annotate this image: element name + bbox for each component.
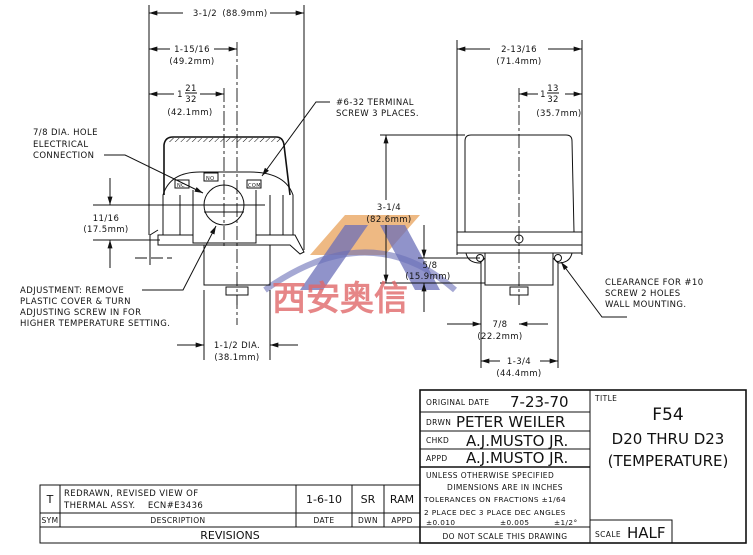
dim-overall-width: 3-1/2 xyxy=(193,9,217,19)
revisions-table: T REDRAWN, REVISED VIEW OF THERMAL ASSY.… xyxy=(39,484,421,544)
adjust-note-line: PLASTIC COVER & TURN xyxy=(20,297,131,307)
hole-note-line: ELECTRICAL xyxy=(33,140,89,150)
note-line: UNLESS OTHERWISE SPECIFIED xyxy=(426,471,554,480)
tolerance-3-place: ±0.005 xyxy=(500,518,529,527)
note-line: TOLERANCES ON FRACTIONS ±1/64 xyxy=(423,495,566,504)
dim-right-width-mm: (71.4mm) xyxy=(496,57,541,67)
dim-center-offset: 1-15/16 xyxy=(174,45,210,55)
dim-hole-spacing: 1-3/4 xyxy=(507,357,531,367)
dim-right-offset-mm: (35.7mm) xyxy=(536,109,581,119)
drawn-by: PETER WEILER xyxy=(456,413,565,431)
dim-right-offset-den: 32 xyxy=(547,95,559,105)
title-label: TITLE xyxy=(594,394,617,403)
adjust-note-line: HIGHER TEMPERATURE SETTING. xyxy=(20,319,170,329)
dim-hole-offset-whole: 1 xyxy=(177,90,183,100)
drawing-title-model: F54 xyxy=(652,405,683,425)
clearance-note-line: WALL MOUNTING. xyxy=(605,300,686,310)
do-not-scale-note: DO NOT SCALE THIS DRAWING xyxy=(442,532,567,541)
right-view: 2-13/16 (71.4mm) 1 13 32 (35.7mm) 3-1/4 … xyxy=(366,40,703,379)
hole-note-line: CONNECTION xyxy=(33,151,94,161)
revision-description: THERMAL ASSY. ECN#E3436 xyxy=(63,501,203,511)
dim-right-offset-whole: 1 xyxy=(540,90,546,100)
clearance-note-line: CLEARANCE FOR #10 xyxy=(605,278,704,288)
revision-appd: RAM xyxy=(390,493,414,506)
title-block: ORIGINAL DATE 7-23-70 DRWN PETER WEILER … xyxy=(419,389,747,544)
dim-half-spacing: 7/8 xyxy=(493,320,508,330)
dim-height: 3-1/4 xyxy=(377,203,401,213)
dim-height-mm: (82.6mm) xyxy=(366,215,411,225)
drawing-title-type: (TEMPERATURE) xyxy=(608,452,729,470)
header-sym: SYM xyxy=(41,516,58,525)
original-date-label: ORIGINAL DATE xyxy=(426,398,489,407)
table-row: T REDRAWN, REVISED VIEW OF THERMAL ASSY.… xyxy=(46,489,414,511)
header-date: DATE xyxy=(313,516,334,525)
dim-hole-offset-num: 21 xyxy=(185,84,197,94)
chkd-label: CHKD xyxy=(426,436,449,445)
dim-height-offset-mm: (17.5mm) xyxy=(83,225,128,235)
terminal-label-nc: NC xyxy=(177,183,185,189)
revision-date: 1-6-10 xyxy=(306,493,342,506)
tolerance-header: 2 PLACE DEC 3 PLACE DEC ANGLES xyxy=(424,508,566,517)
dim-base-height: 5/8 xyxy=(423,261,438,271)
tolerance-2-place: ±0.010 xyxy=(426,518,455,527)
dim-half-spacing-mm: (22.2mm) xyxy=(477,332,522,342)
terminal-label-com: COM xyxy=(248,183,261,189)
header-dwn: DWN xyxy=(358,516,378,525)
watermark-logo xyxy=(263,215,457,293)
revision-sym: T xyxy=(46,493,54,506)
adjust-note-line: ADJUSTING SCREW IN FOR xyxy=(20,308,141,318)
scale-value: HALF xyxy=(627,524,666,542)
terminal-note-line: SCREW 3 PLACES. xyxy=(336,109,419,119)
dim-diameter-mm: (38.1mm) xyxy=(214,353,259,363)
scale-label: SCALE xyxy=(595,530,621,539)
drawing-title-range: D20 THRU D23 xyxy=(612,430,725,448)
clearance-note-line: SCREW 2 HOLES xyxy=(605,289,681,299)
dim-right-offset-num: 13 xyxy=(547,84,559,94)
approved-by: A.J.MUSTO JR. xyxy=(466,449,568,467)
dim-center-offset-mm: (49.2mm) xyxy=(169,57,214,67)
revision-dwn: SR xyxy=(361,493,376,506)
header-description: DESCRIPTION xyxy=(150,516,205,525)
adjust-note-line: ADJUSTMENT: REMOVE xyxy=(20,286,124,296)
appd-label: APPD xyxy=(426,454,448,463)
terminal-screws: NC NO COM xyxy=(174,172,262,189)
dim-hole-offset-den: 32 xyxy=(185,95,197,105)
dim-hole-spacing-mm: (44.4mm) xyxy=(496,369,541,379)
header-appd: APPD xyxy=(391,516,413,525)
revisions-title: REVISIONS xyxy=(200,529,259,542)
dim-base-height-mm: (15.9mm) xyxy=(405,272,450,282)
hole-note-line: 7/8 DIA. HOLE xyxy=(33,128,98,138)
tolerance-angles: ±1/2° xyxy=(554,518,578,527)
dim-diameter: 1-1/2 DIA. xyxy=(214,341,260,351)
note-line: DIMENSIONS ARE IN INCHES xyxy=(447,483,563,492)
dim-right-width: 2-13/16 xyxy=(501,45,537,55)
watermark-text: 西安奥信 xyxy=(272,279,408,319)
terminal-note-line: #6-32 TERMINAL xyxy=(336,98,414,108)
revision-description: REDRAWN, REVISED VIEW OF xyxy=(64,489,199,499)
checked-by: A.J.MUSTO JR. xyxy=(466,432,568,450)
dim-overall-width-mm: (88.9mm) xyxy=(222,9,267,19)
dim-height-offset: 11/16 xyxy=(93,214,120,224)
original-date: 7-23-70 xyxy=(510,393,569,411)
dim-hole-offset-mm: (42.1mm) xyxy=(167,108,212,118)
terminal-label-no: NO xyxy=(206,176,214,182)
drwn-label: DRWN xyxy=(426,418,451,427)
left-view: 3-1/2 (88.9mm) 1-15/16 (49.2mm) 1 21 32 … xyxy=(20,5,419,363)
